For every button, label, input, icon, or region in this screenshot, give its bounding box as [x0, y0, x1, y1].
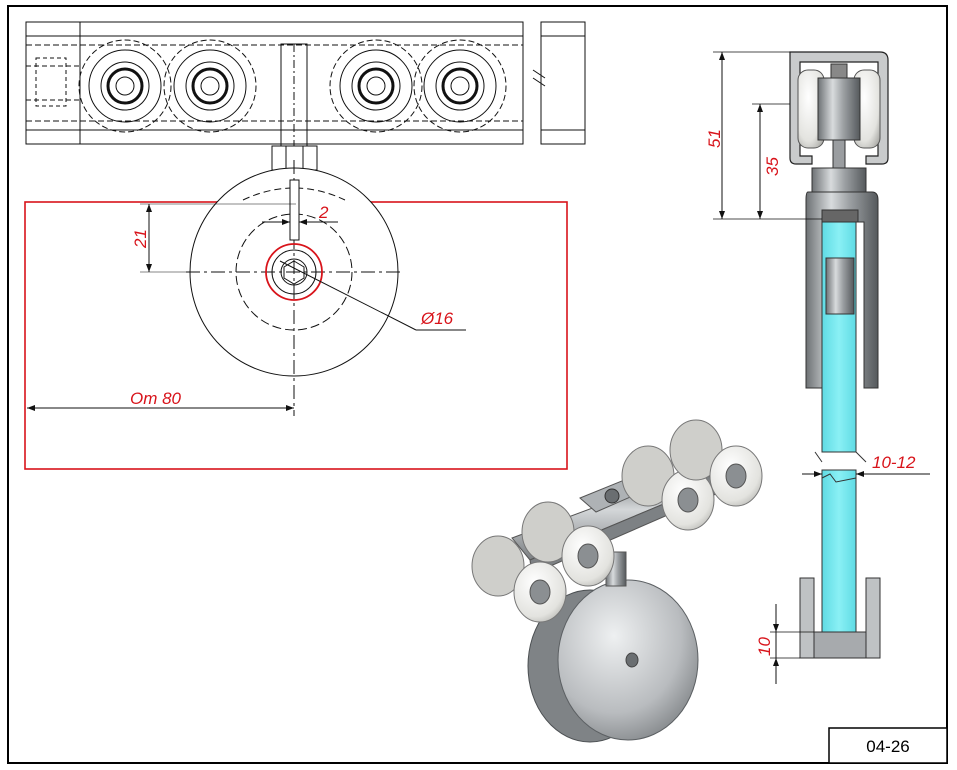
bore-highlight	[265, 243, 323, 301]
code-box	[828, 727, 948, 764]
product-3d-view	[471, 419, 763, 743]
top-view-rollers	[78, 39, 507, 133]
side-dimension-arrows	[719, 52, 864, 666]
dim-offset-label: 21	[131, 229, 150, 249]
roller-4	[413, 39, 507, 133]
dimension-lines	[27, 203, 466, 409]
rail-profile	[789, 51, 889, 165]
dim-rail-height-label: 35	[763, 157, 782, 176]
product-roller-1	[471, 535, 567, 623]
glass-upper	[821, 221, 857, 453]
roller-1	[78, 39, 172, 133]
glass-lower	[821, 469, 857, 637]
dim-gap-label: 2	[318, 203, 329, 222]
roller-2	[163, 39, 257, 133]
drawing-code: 04-26	[866, 737, 909, 756]
side-section-view	[789, 51, 889, 659]
top-track-view	[25, 21, 586, 147]
product-roller-2	[521, 501, 615, 587]
dimension-arrows	[27, 204, 307, 411]
product-roller-4	[669, 419, 763, 507]
dim-total-height-label: 51	[705, 129, 724, 148]
side-dimension-lines	[713, 51, 930, 684]
product-roller-3	[621, 445, 715, 531]
wheel-front-view	[186, 160, 404, 416]
clamp-body	[805, 191, 879, 389]
dim-glass-thickness-label: 10-12	[872, 453, 916, 472]
sheet-border	[7, 5, 948, 764]
dim-wheel-radius-label: Om 80	[130, 389, 182, 408]
roller-3	[329, 39, 423, 133]
dim-guide-height-label: 10	[755, 637, 774, 656]
dim-diameter-label: Ø16	[420, 309, 454, 328]
